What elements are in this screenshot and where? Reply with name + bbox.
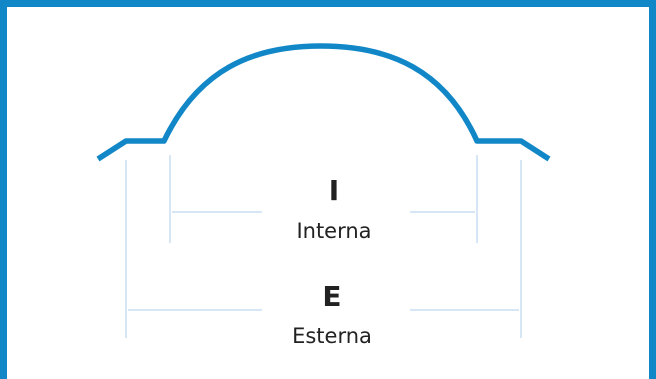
dome-profile [96,43,551,162]
external-dimension-label: Esterna [292,324,372,348]
internal-dimension-label: Interna [296,219,371,243]
external-dimension-letter: E [322,280,341,313]
dimension-guides [125,155,522,338]
internal-dimension-letter: I [329,174,339,207]
